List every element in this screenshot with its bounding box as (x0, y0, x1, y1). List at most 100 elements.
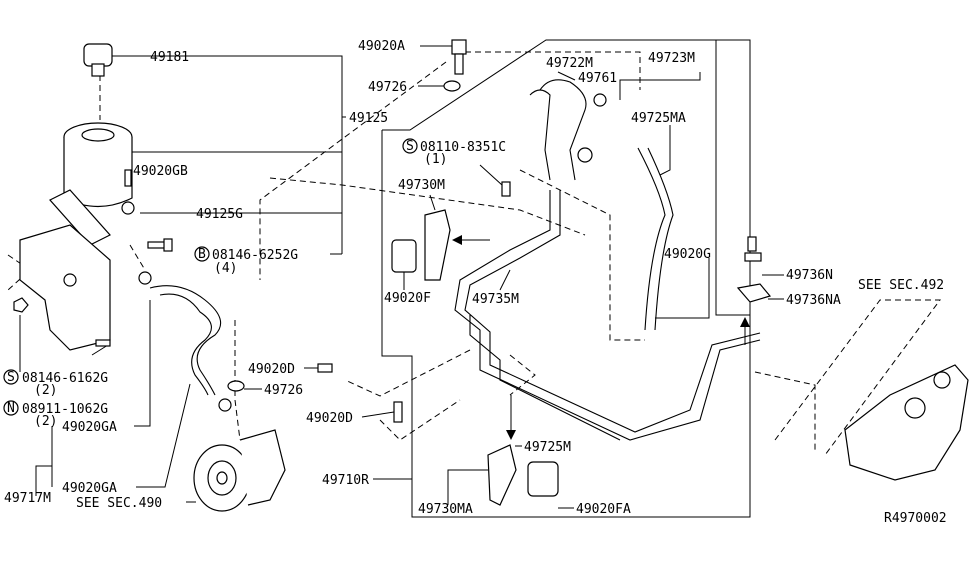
direction-arrow-icon (452, 235, 490, 245)
part-qty-08110-8351c: (1) (424, 152, 447, 167)
leader-49020g (655, 258, 710, 319)
leader-49735m (499, 269, 511, 291)
rubber-insulator-icon (527, 461, 559, 497)
part-label-49736n: 49736N (786, 268, 833, 283)
leader-49020ga-2 (136, 383, 191, 488)
part-label-49761: 49761 (578, 71, 617, 86)
leader-49725ma (659, 125, 671, 176)
part-label-49020g: 49020G (664, 247, 711, 262)
part-qty-08911-1062g: (2) (34, 414, 57, 429)
leader-49730ma (447, 469, 488, 505)
bolt-icon (95, 339, 111, 347)
part-label-08911-1062g: 08911-1062G (22, 402, 108, 417)
leader-49181 (147, 55, 343, 232)
part-label-49730m: 49730M (398, 178, 445, 193)
part-label-49125g: 49125G (196, 207, 243, 222)
fitting-icon (593, 93, 607, 107)
clamp-bracket-icon (424, 209, 451, 281)
clamp-icon (121, 201, 232, 412)
see-section-492: SEE SEC.492 (858, 278, 944, 293)
leader-49717m (35, 465, 53, 496)
direction-arrow-icon (506, 395, 516, 440)
banjo-bolt-icon (451, 39, 467, 75)
bolt-icon (501, 181, 511, 197)
steel-tube-icon-b (464, 190, 761, 433)
part-label-49725m: 49725M (524, 440, 571, 455)
svg-text:S: S (406, 139, 414, 154)
washer-icon (443, 80, 461, 92)
rubber-insulator-icon (391, 239, 417, 273)
part-label-49725ma: 49725MA (631, 111, 686, 126)
leader-49722m (557, 71, 576, 81)
svg-text:N: N (7, 401, 15, 416)
clamp-bracket-icon (487, 444, 517, 506)
b-marker-08146-6252g: B (194, 246, 210, 262)
leader-49020d-2 (361, 411, 395, 418)
part-qty-08146-6162g: (2) (34, 383, 57, 398)
svg-text:B: B (198, 247, 206, 262)
clip-icon (736, 283, 772, 303)
leader-08911-1062g (91, 344, 109, 356)
direction-arrow-icon (740, 317, 750, 345)
leader-08110 (479, 164, 503, 186)
dashed-guide-8 (754, 371, 816, 450)
s-marker-08146-6162g: S (3, 369, 19, 385)
leader-49723m (619, 72, 701, 100)
part-label-49730ma: 49730MA (418, 502, 473, 517)
reservoir-cap-icon (83, 43, 113, 77)
part-label-49726-mid: 49726 (264, 383, 303, 398)
dashed-guide-6 (379, 399, 461, 441)
n-marker-08911-1062g: N (3, 400, 19, 416)
part-label-08146-6252g: 08146-6252G (212, 248, 298, 263)
part-label-49020fa: 49020FA (576, 502, 631, 517)
part-label-49020f: 49020F (384, 291, 431, 306)
return-hose-icon-b (647, 147, 674, 331)
bolt-icon (744, 236, 762, 262)
right-frame (715, 40, 750, 316)
bolt-icon (393, 401, 403, 423)
part-label-49020ga-2: 49020GA (62, 481, 117, 496)
fitting-icon (577, 147, 593, 163)
part-label-49717m: 49717M (4, 491, 51, 506)
part-label-49181: 49181 (150, 50, 189, 65)
dashed-guide-13 (234, 320, 241, 441)
dashed-guide-9 (774, 299, 941, 456)
center-frame (381, 39, 751, 518)
return-hose-icon (637, 147, 666, 331)
diagram-reference-code: R4970002 (884, 511, 947, 526)
washer-icon (227, 380, 245, 392)
pressure-hose-icon-b (529, 89, 551, 181)
part-label-49125: 49125 (349, 111, 388, 126)
part-label-49723m: 49723M (648, 51, 695, 66)
part-label-49020d-1: 49020D (248, 362, 295, 377)
reservoir-tank-icon (49, 122, 133, 246)
see-section-490: SEE SEC.490 (76, 496, 162, 511)
nut-icon (13, 297, 29, 313)
leader-49020ga-1 (134, 300, 151, 427)
steel-tube-icon-c (469, 315, 621, 441)
part-label-49736na: 49736NA (786, 293, 841, 308)
dashed-guide-1 (465, 51, 641, 90)
leader-49730m (429, 194, 436, 211)
bolt-icon (317, 363, 333, 373)
part-label-08146-6162g: 08146-6162G (22, 371, 108, 386)
bracket-icon (14, 224, 111, 351)
part-label-49020ga-1: 49020GA (62, 420, 117, 435)
s-marker-08110: S (402, 138, 418, 154)
dashed-guide-4 (519, 169, 645, 341)
bolt-icon (147, 238, 173, 252)
dashed-guide-5 (344, 349, 471, 397)
part-label-49735m: 49735M (472, 292, 519, 307)
svg-text:S: S (7, 370, 15, 385)
steering-gear-icon (844, 364, 969, 481)
steel-tube-icon (454, 190, 761, 441)
part-label-49020d-2: 49020D (306, 411, 353, 426)
part-label-49020a: 49020A (358, 39, 405, 54)
part-label-08110-8351c: 08110-8351C (420, 140, 506, 155)
power-steering-pump-icon (193, 429, 286, 512)
dashed-guide-2 (259, 61, 447, 280)
part-label-49726-top: 49726 (368, 80, 407, 95)
dashed-guide-7 (509, 354, 536, 396)
pressure-hose-icon (539, 79, 587, 181)
